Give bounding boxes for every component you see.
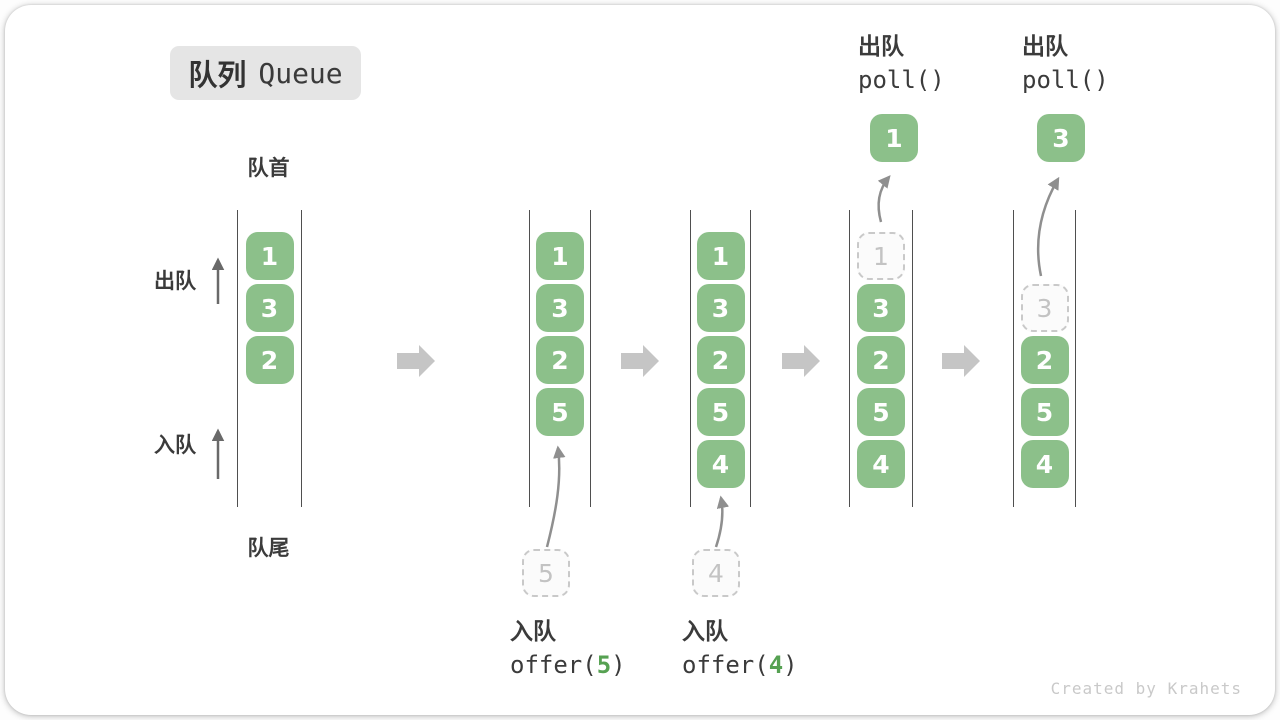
title-english: Queue [258,56,343,90]
queue-slot: 2 [696,336,745,384]
queue-slot: 1 [245,232,294,280]
code-text: ) [783,651,798,679]
queue-rear-label: 队尾 [247,537,290,560]
diagram-card [5,5,1275,715]
operation-name: 出队 [1022,33,1068,59]
operation-label: 入队 offer(5) [510,614,626,682]
queue-slot: 3 [696,284,745,332]
operation-name: 入队 [682,618,728,644]
ghost-slot: 3 [1020,284,1069,332]
code-text: ) [611,651,626,679]
operation-label: 入队 offer(4) [682,614,798,682]
queue-front-label: 队首 [247,157,290,180]
queue-slot: 2 [536,336,584,384]
queue-slot: 5 [536,388,584,436]
queue-slot: 4 [696,440,745,488]
operation-name: 出队 [858,33,904,59]
operation-code: offer(5) [510,648,626,682]
watermark: Created by Krahets [1050,679,1242,698]
operation-name: 入队 [510,618,556,644]
queue-slot: 4 [1020,440,1069,488]
operation-code: poll() [1022,63,1109,97]
polled-value-box: 3 [1037,114,1085,162]
code-text: poll() [1022,66,1109,94]
queue-slot: 5 [1020,388,1069,436]
operation-code: offer(4) [682,648,798,682]
queue-slot: 3 [857,284,905,332]
code-argument: 4 [768,651,784,679]
enqueue-side-label: 入队 [154,434,196,457]
code-text: offer( [510,651,597,679]
title-chinese: 队列 [188,60,247,92]
pending-value-box: 5 [522,549,570,597]
polled-value-box: 1 [870,114,918,162]
operation-code: poll() [858,63,945,97]
code-argument: 5 [596,651,612,679]
operation-label: 出队 poll() [858,29,945,97]
queue-slot: 3 [245,284,294,332]
code-text: offer( [682,651,769,679]
title-badge: 队列 Queue [170,46,361,100]
queue-slot: 5 [696,388,745,436]
code-text: poll() [858,66,945,94]
queue-slot: 1 [696,232,745,280]
ghost-slot: 1 [857,232,905,280]
queue-slot: 4 [857,440,905,488]
dequeue-side-label: 出队 [154,270,196,293]
queue-slot: 3 [536,284,584,332]
queue-slot: 2 [245,336,294,384]
queue-slot: 5 [857,388,905,436]
pending-value-box: 4 [692,549,740,597]
queue-slot: 2 [1020,336,1069,384]
queue-slot: 2 [857,336,905,384]
queue-slot: 1 [536,232,584,280]
operation-label: 出队 poll() [1022,29,1109,97]
